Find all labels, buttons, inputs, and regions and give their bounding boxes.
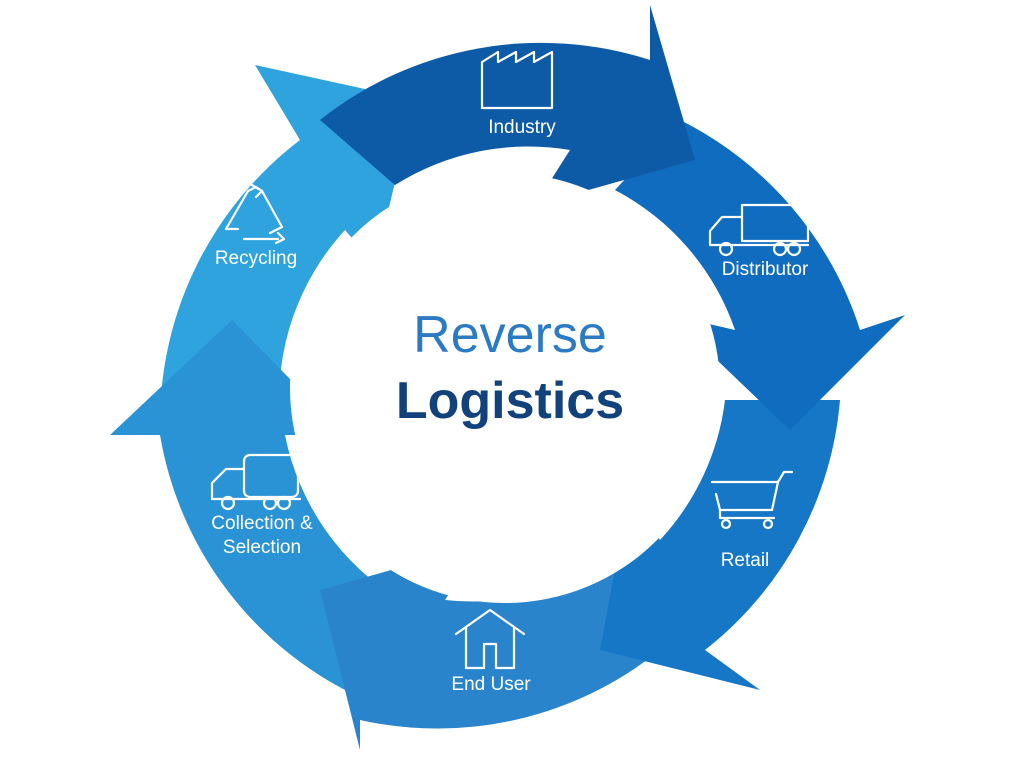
stage-label-recycling: Recycling bbox=[215, 248, 297, 269]
title-logistics: Logistics bbox=[396, 372, 624, 430]
stage-label-industry: Industry bbox=[488, 117, 556, 138]
inner-disc bbox=[290, 173, 720, 603]
title-reverse: Reverse bbox=[413, 306, 607, 364]
collection-truck-icon bbox=[210, 453, 302, 511]
segment-distributor bbox=[615, 120, 905, 430]
segment-end-user bbox=[320, 545, 660, 750]
stage-label-distributor: Distributor bbox=[722, 259, 809, 280]
stage-label-selection: Selection bbox=[223, 537, 301, 558]
factory-icon bbox=[480, 50, 554, 110]
stage-label-retail: Retail bbox=[721, 550, 770, 571]
segment-industry bbox=[320, 5, 695, 205]
segment-retail bbox=[600, 400, 840, 690]
recycle-icon bbox=[224, 183, 286, 245]
stage-label-collection: Collection & bbox=[211, 513, 313, 534]
stage-label-end-user: End User bbox=[451, 674, 531, 695]
house-icon bbox=[454, 608, 526, 670]
truck-icon bbox=[708, 203, 810, 257]
shopping-cart-icon bbox=[710, 470, 794, 530]
